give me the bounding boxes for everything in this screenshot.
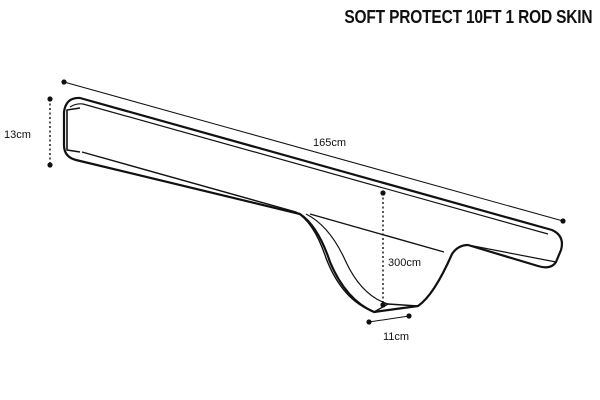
dimension-point-length-end [560,218,566,224]
dimension-line-length [63,81,564,222]
dimension-point-width-start [366,319,372,325]
rod-underside-right [309,213,445,253]
rod-end-cap-left-inner [69,103,84,108]
rod-underside-right-end [467,244,557,263]
dimension-point-drop-top [380,190,386,196]
dimension-point-length-start [61,79,67,85]
dimension-label-height: 13cm [4,129,31,141]
rod-end-cap-left [66,107,81,153]
dimension-point-drop-bottom [380,302,386,308]
rod-loop-inner [295,211,375,313]
dimension-point-height-bottom [47,162,53,168]
dimension-point-height-top [47,96,53,102]
rod-top-edge [82,103,549,235]
rod-loop-bottom [373,303,419,313]
dimension-label-drop: 300cm [388,257,421,269]
product-title: SOFT PROTECT 10FT 1 ROD SKIN [343,7,592,27]
rod-underside-line [81,151,297,213]
rod-loop-middle [305,213,389,305]
dimension-label-length: 165cm [313,137,346,149]
dimension-point-width-end [406,313,412,319]
dimension-label-width: 11cm [383,331,409,343]
dimension-line-width [368,315,410,323]
rod-body-outline [62,96,564,314]
